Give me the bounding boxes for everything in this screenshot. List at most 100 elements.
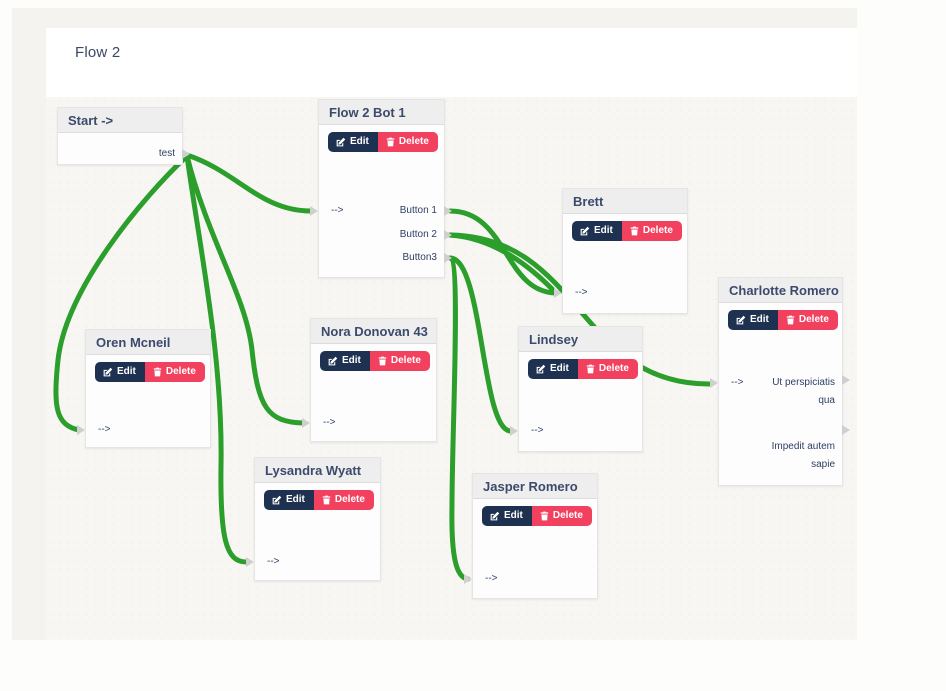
edit-pencil-icon (736, 315, 746, 325)
flow-node-start[interactable]: Start -> (57, 107, 183, 165)
edit-pencil-icon (580, 226, 590, 236)
output-port-flow-2-bot-1[interactable] (444, 230, 452, 240)
delete-button[interactable]: Delete (621, 221, 682, 241)
delete-button[interactable]: Delete (313, 490, 374, 510)
trash-icon (540, 511, 549, 521)
trash-icon (586, 364, 595, 374)
node-actions: Edit Delete (482, 506, 592, 526)
delete-button[interactable]: Delete (531, 506, 592, 526)
trash-icon (786, 315, 795, 325)
connection-start-to-lysandra-wyatt[interactable] (184, 153, 249, 565)
connection-start-to-nora-donovan-43[interactable] (184, 153, 306, 426)
edit-pencil-icon (103, 367, 113, 377)
input-port-jasper-romero[interactable] (464, 574, 472, 584)
trash-icon (386, 137, 395, 147)
node-title-lindsey: Lindsey (519, 327, 642, 352)
node-title-lysandra-wyatt: Lysandra Wyatt (255, 458, 380, 483)
output-port-flow-2-bot-1[interactable] (444, 206, 452, 216)
input-port-flow-2-bot-1[interactable] (310, 206, 318, 216)
delete-button[interactable]: Delete (777, 310, 838, 330)
output-port-flow-2-bot-1[interactable] (444, 253, 452, 263)
edit-pencil-icon (328, 356, 338, 366)
input-port-charlotte-romero[interactable] (710, 378, 718, 388)
input-label-brett: --> (575, 287, 588, 298)
output-port-charlotte-romero[interactable] (842, 425, 850, 435)
node-actions: Edit Delete (728, 310, 838, 330)
connection-flow-2-bot-1-to-lindsey[interactable] (447, 255, 513, 434)
edit-button[interactable]: Edit (572, 221, 622, 241)
trash-icon (378, 356, 387, 366)
output-label-charlotte-romero: Impedit autem sapie (771, 441, 835, 470)
node-actions: Edit Delete (95, 362, 205, 382)
node-title-flow-2-bot-1: Flow 2 Bot 1 (319, 100, 444, 125)
edit-button-label: Edit (750, 314, 769, 325)
edit-button[interactable]: Edit (482, 506, 532, 526)
connection-start-to-oren-mcneil[interactable] (53, 153, 190, 433)
edit-button-label: Edit (286, 494, 305, 505)
output-port-start[interactable] (182, 149, 190, 159)
input-label-oren-mcneil: --> (98, 424, 111, 435)
input-label-jasper-romero: --> (485, 573, 498, 584)
edit-pencil-icon (490, 511, 500, 521)
input-label-lysandra-wyatt: --> (267, 556, 280, 567)
input-label-lindsey: --> (531, 425, 544, 436)
delete-button-label: Delete (165, 366, 196, 377)
node-actions: Edit Delete (328, 132, 438, 152)
node-title-start: Start -> (58, 108, 182, 133)
edit-pencil-icon (536, 364, 546, 374)
output-label-flow-2-bot-1: Button 2 (399, 229, 437, 240)
output-label-start: test (158, 148, 175, 159)
output-label-flow-2-bot-1: Button3 (402, 252, 437, 263)
delete-button-label: Delete (642, 225, 673, 236)
edit-button-label: Edit (350, 136, 369, 147)
input-port-brett[interactable] (554, 288, 562, 298)
node-title-jasper-romero: Jasper Romero (473, 474, 597, 499)
input-port-nora-donovan-43[interactable] (302, 418, 310, 428)
input-port-oren-mcneil[interactable] (77, 425, 85, 435)
delete-button[interactable]: Delete (377, 132, 438, 152)
edit-button[interactable]: Edit (264, 490, 314, 510)
flow-node-flow-2-bot-1[interactable]: Flow 2 Bot 1 Edit Delete (318, 99, 445, 278)
edit-button-label: Edit (504, 510, 523, 521)
flow-title: Flow 2 (75, 44, 121, 61)
output-label-flow-2-bot-1: Button 1 (399, 205, 437, 216)
edit-button[interactable]: Edit (328, 132, 378, 152)
input-label-charlotte-romero: --> (731, 377, 744, 388)
edit-button-label: Edit (550, 363, 569, 374)
input-label-flow-2-bot-1: --> (331, 205, 344, 216)
input-port-lindsey[interactable] (510, 426, 518, 436)
edit-pencil-icon (272, 495, 282, 505)
node-actions: Edit Delete (264, 490, 374, 510)
edit-button[interactable]: Edit (320, 351, 370, 371)
edit-button[interactable]: Edit (528, 359, 578, 379)
delete-button[interactable]: Delete (577, 359, 638, 379)
edit-button[interactable]: Edit (728, 310, 778, 330)
input-port-lysandra-wyatt[interactable] (246, 557, 254, 567)
delete-button-label: Delete (598, 363, 629, 374)
delete-button-label: Delete (798, 314, 829, 325)
edit-button-label: Edit (594, 225, 613, 236)
output-port-charlotte-romero[interactable] (842, 375, 850, 385)
connection-start-to-flow-2-bot-1[interactable] (184, 152, 314, 214)
node-actions: Edit Delete (528, 359, 638, 379)
node-title-brett: Brett (563, 189, 687, 214)
edit-button[interactable]: Edit (95, 362, 145, 382)
connection-flow-2-bot-1-to-jasper-romero[interactable] (447, 255, 471, 582)
trash-icon (630, 226, 639, 236)
node-title-nora-donovan-43: Nora Donovan 43 (311, 319, 436, 344)
edit-pencil-icon (336, 137, 346, 147)
delete-button[interactable]: Delete (369, 351, 430, 371)
trash-icon (153, 367, 162, 377)
trash-icon (322, 495, 331, 505)
delete-button[interactable]: Delete (144, 362, 205, 382)
node-title-oren-mcneil: Oren Mcneil (86, 330, 210, 355)
